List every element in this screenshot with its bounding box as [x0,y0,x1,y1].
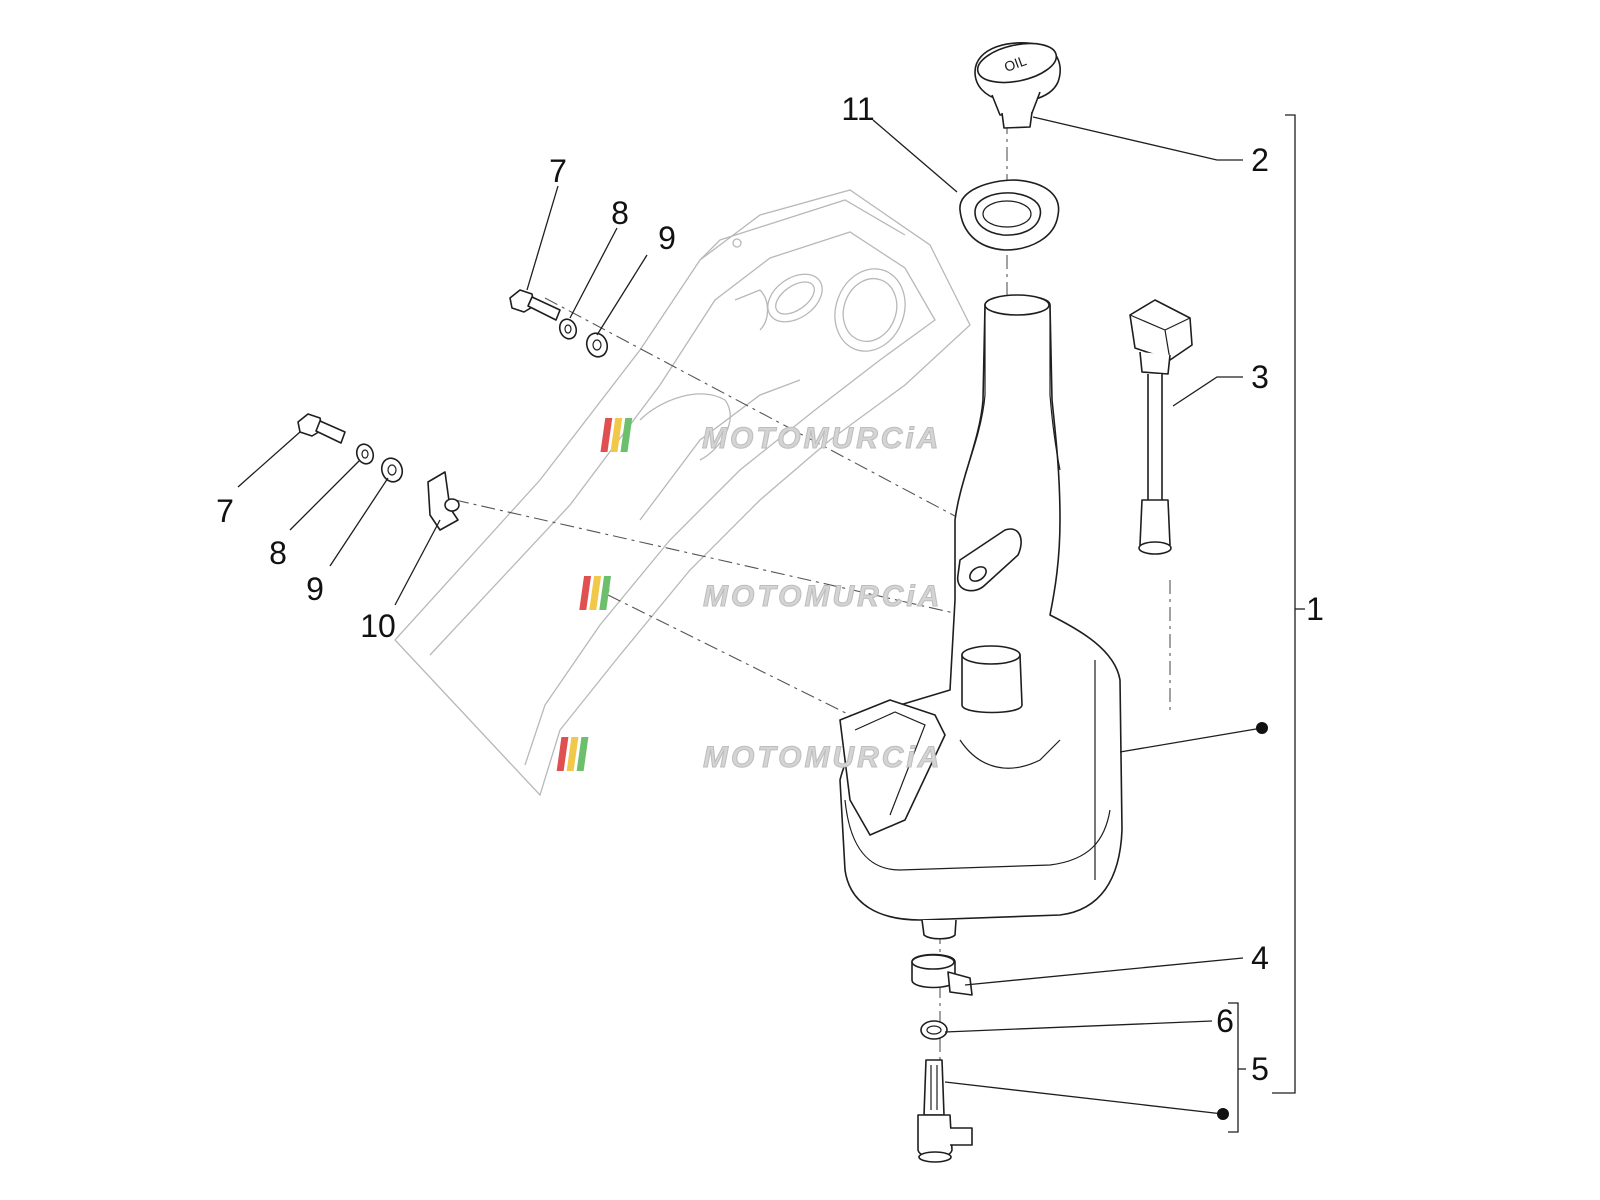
watermark-text: MOTOMURCiA [703,741,942,774]
callout-7-upper: 7 [549,153,567,189]
callout-3: 3 [1251,359,1269,395]
upper-flat-washer [585,332,609,358]
upper-spring-washer [558,318,578,340]
watermark-top: MOTOMURCiA [600,418,941,456]
lower-flat-washer [380,457,404,483]
oil-filler-cap: OIL [974,42,1061,129]
callout-1: 1 [1306,591,1324,627]
callout-7-lower: 7 [216,493,234,529]
callout-6: 6 [1216,1003,1234,1039]
watermark-text: MOTOMURCiA [702,422,941,455]
scooter-frame-outline [394,189,971,797]
callout-8-upper: 8 [611,195,629,231]
leader-lines [237,114,1305,1133]
lower-bolt [297,413,346,444]
dipstick [1129,299,1193,555]
callout-2: 2 [1251,142,1269,178]
hose-clamp [911,953,973,996]
callout-10: 10 [360,608,396,644]
callout-9-lower: 9 [306,571,324,607]
clip-nut [427,471,460,531]
watermark-middle: MOTOMURCiA [579,576,942,614]
oil-tank [839,294,1123,940]
callout-11: 11 [841,91,874,127]
callout-5: 5 [1251,1051,1269,1087]
callout-4: 4 [1251,940,1269,976]
watermark-bottom: MOTOMURCiA [556,737,942,775]
watermark-text: MOTOMURCiA [703,580,942,613]
lower-spring-washer [355,443,375,465]
callout-8-lower: 8 [269,535,287,571]
filler-grommet [959,179,1060,251]
drain-fitting [917,1059,973,1163]
o-ring [920,1020,948,1040]
upper-bolt [509,289,561,321]
svg-text:OIL: OIL [1002,52,1029,75]
callout-9-upper: 9 [658,220,676,256]
